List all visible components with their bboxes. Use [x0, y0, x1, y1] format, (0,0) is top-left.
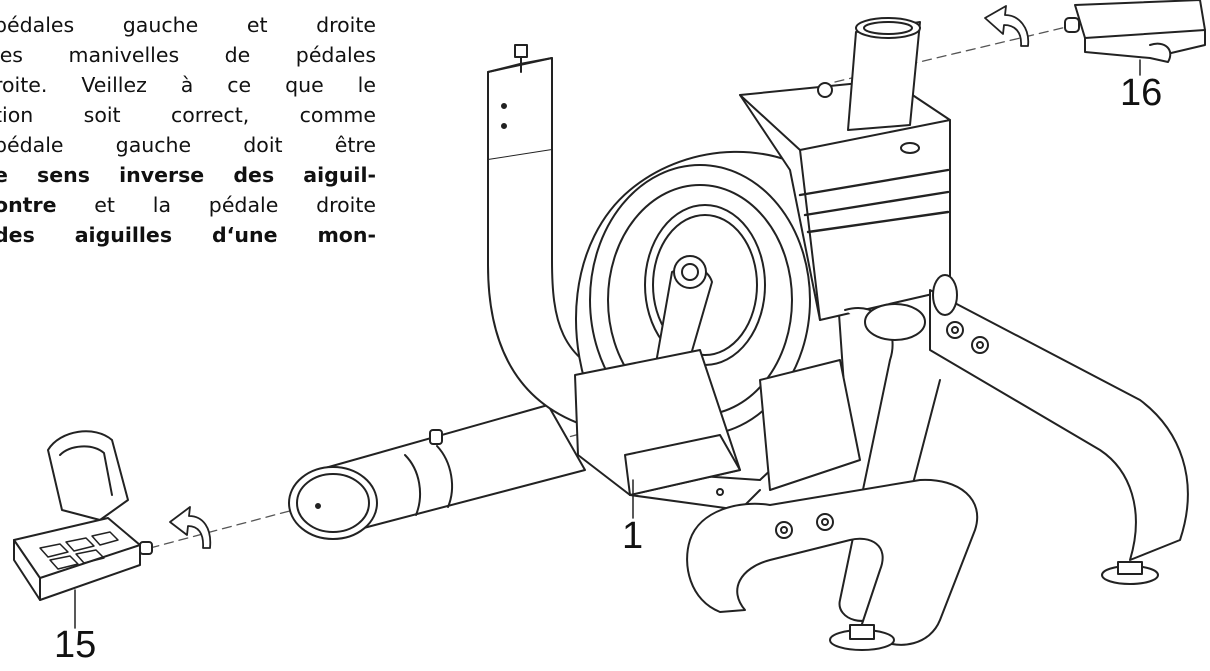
instruction-text: et la pédale droite [56, 193, 376, 217]
instruction-line: pédales gauche et droite [0, 10, 376, 40]
instruction-bold-text: ontre [0, 193, 57, 217]
instruction-line: les manivelles de pédales [0, 40, 376, 70]
handlebar-stem-tube [817, 17, 921, 131]
instruction-bold-text: e sens inverse des aiguil- [0, 163, 376, 187]
front-base-loop [686, 478, 979, 646]
leveling-feet [829, 561, 1159, 651]
sensor-cable-plug [514, 44, 528, 58]
instruction-line: pédale gauche doit être [0, 130, 376, 160]
instruction-bold-text: des aiguilles d‘une mon- [0, 223, 376, 247]
instruction-line: des aiguilles d‘une mon- [0, 220, 376, 250]
instruction-text: tion soit correct, comme [0, 103, 376, 127]
instruction-line: tion soit correct, comme [0, 100, 376, 130]
instruction-line: e sens inverse des aiguil- [0, 160, 376, 190]
instruction-line: roite. Veillez à ce que le [0, 70, 376, 100]
left-pedal-illustration [13, 430, 153, 629]
right-pedal-guide-line [834, 24, 1076, 83]
right-rotation-arrow-icon [984, 5, 1030, 47]
callout-frame-number: 1 [622, 515, 644, 557]
callout-left-pedal-number: 15 [54, 624, 97, 666]
front-stabilizer-tube [288, 404, 586, 540]
instruction-text: roite. Veillez à ce que le [0, 73, 376, 97]
instruction-text: pédales gauche et droite [0, 13, 376, 37]
rear-base-legs [838, 274, 1189, 622]
left-rotation-arrow-icon [169, 506, 212, 549]
right-pedal-illustration [1064, 0, 1206, 76]
instruction-text: les manivelles de pédales [0, 43, 376, 67]
instruction-line: ontre et la pédale droite [0, 190, 376, 220]
stabilizer-knob [429, 429, 443, 445]
instruction-text: pédale gauche doit être [0, 133, 376, 157]
frame-side-panel [574, 349, 861, 511]
assembly-instruction-text: pédales gauche et droite les manivelles d… [0, 10, 376, 250]
callout-right-pedal-number: 16 [1120, 72, 1163, 114]
